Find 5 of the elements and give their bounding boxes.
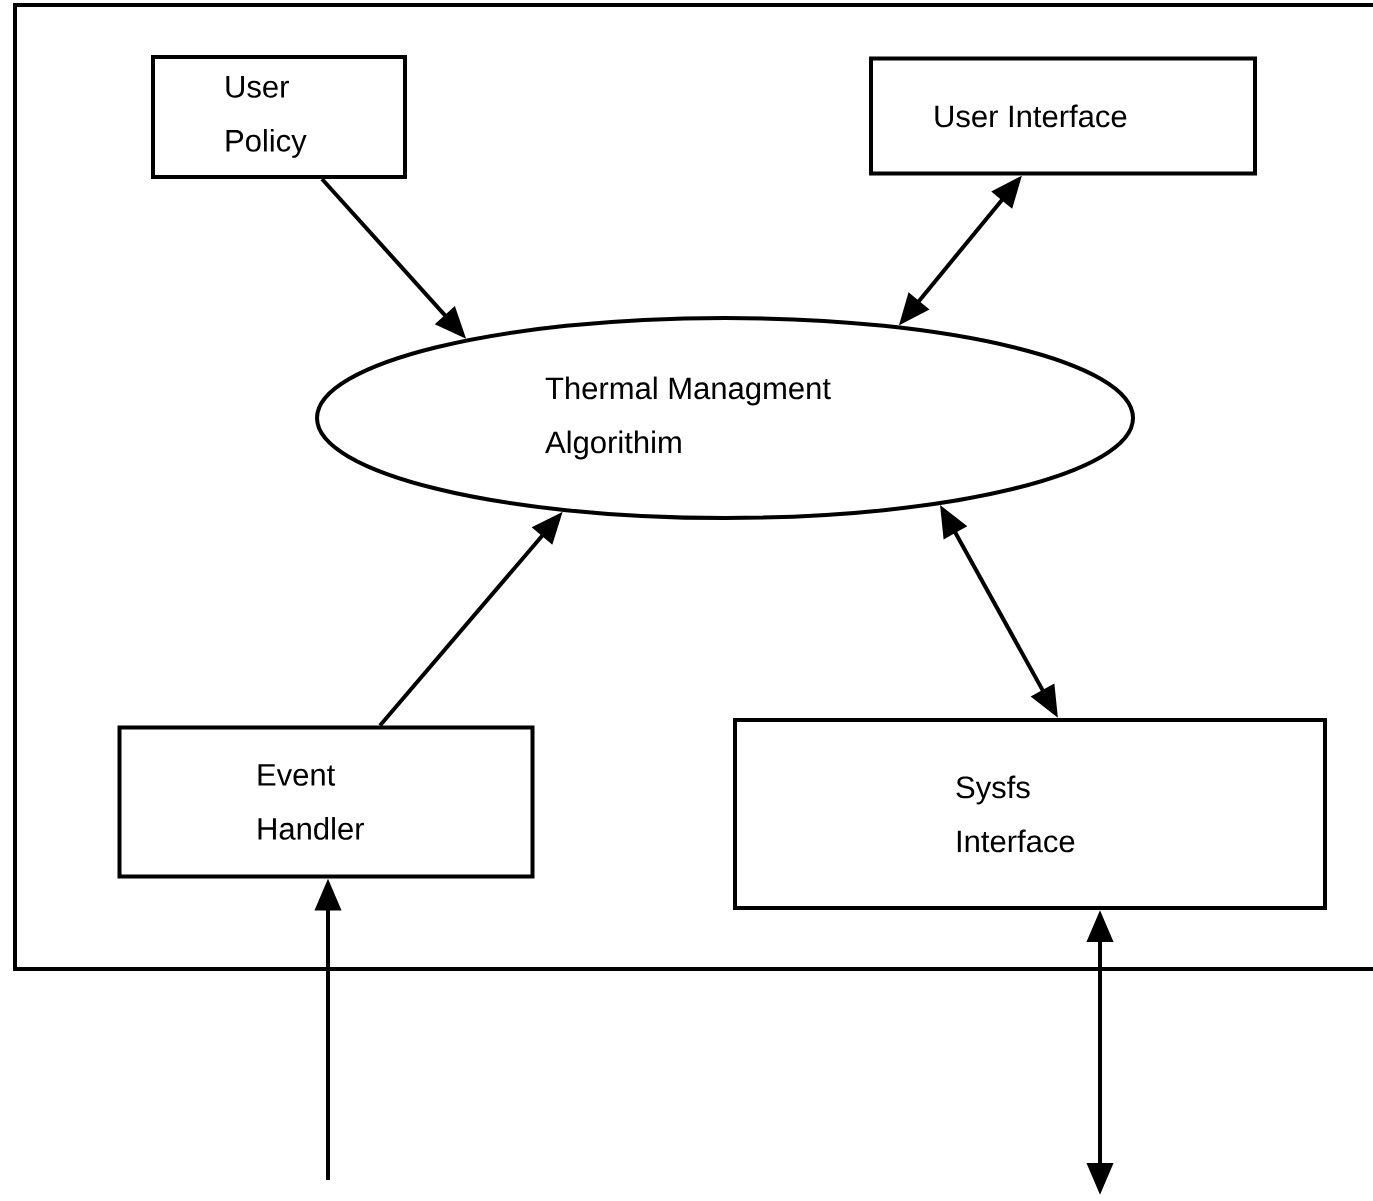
process-box: Sysfs Interface xyxy=(733,718,1327,910)
frame-box xyxy=(13,3,1373,971)
process-box: User Interface xyxy=(869,56,1257,176)
process-box: Event Handler xyxy=(117,725,535,879)
process-box: User Policy xyxy=(151,55,407,179)
